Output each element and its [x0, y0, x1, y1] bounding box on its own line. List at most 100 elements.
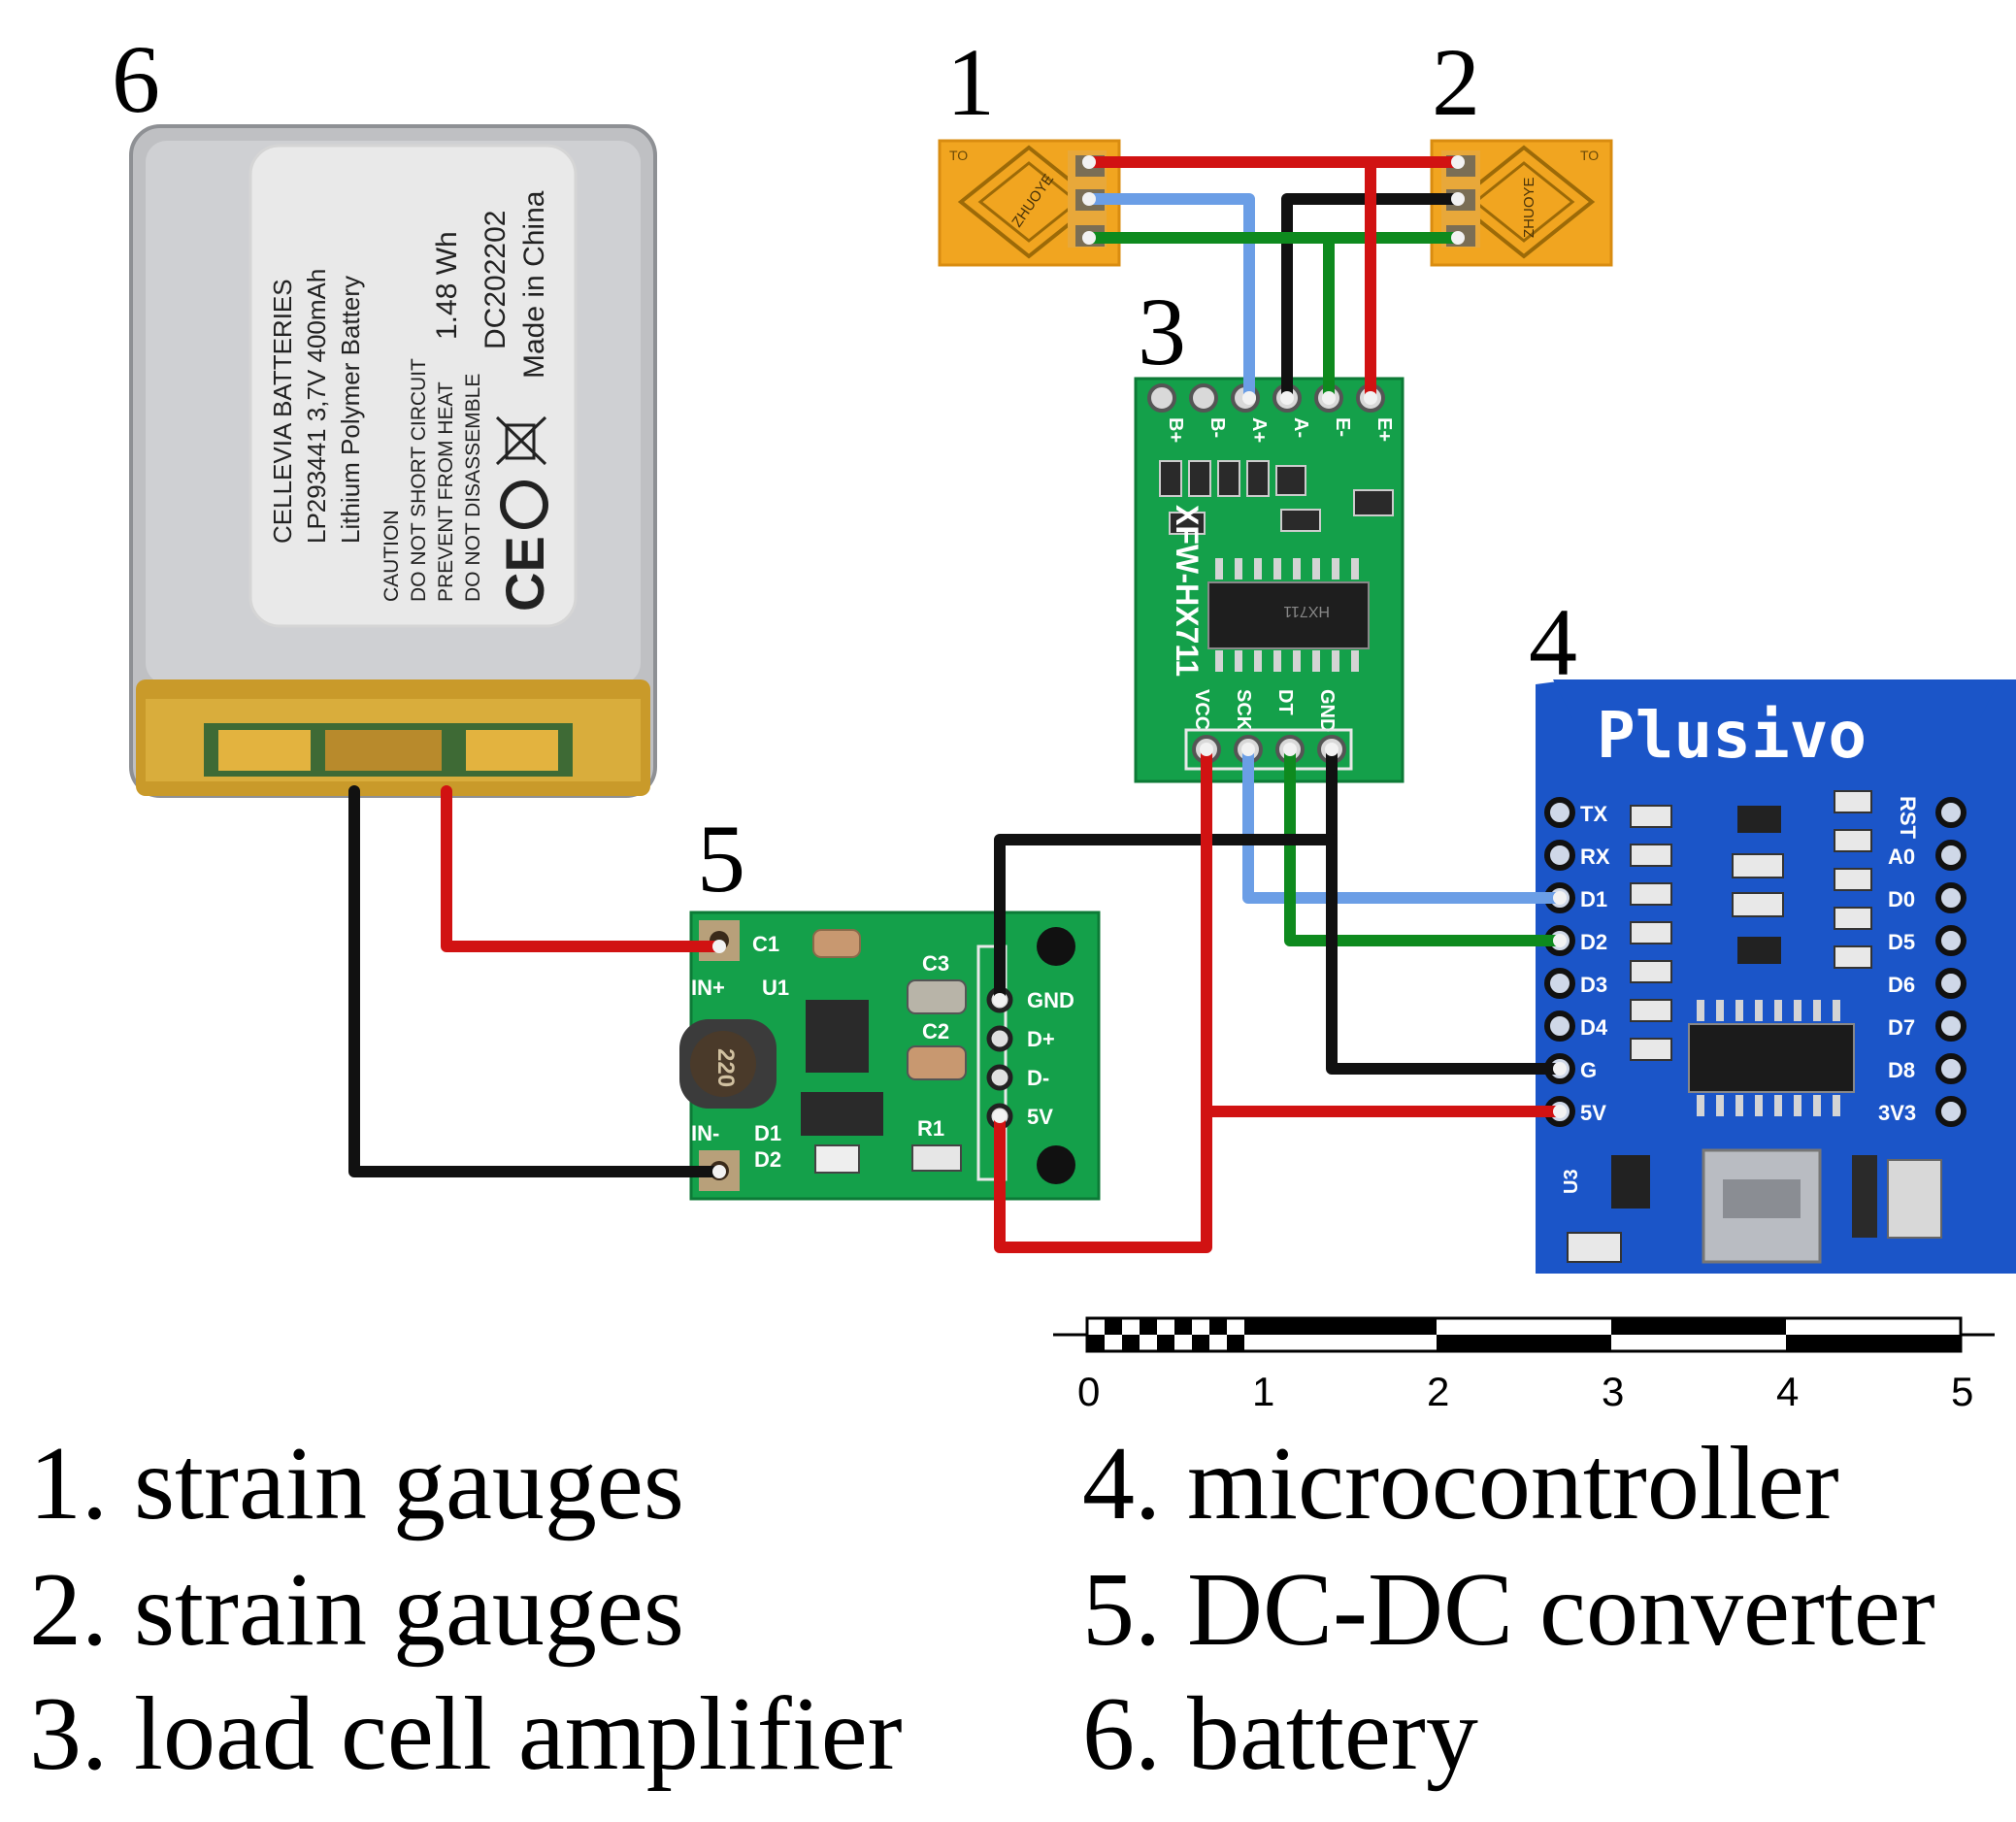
label-4: 4	[1529, 588, 1577, 696]
inductor-value: 220	[712, 1048, 739, 1087]
recycle-icon	[500, 480, 548, 529]
battery-label-line2: LP293441 3,7V 400mAh	[302, 269, 331, 544]
battery-label-line10: Made in China	[518, 190, 550, 379]
wire-gauge-black	[1281, 193, 1464, 404]
amp-pin-label-b-minus: B-	[1206, 417, 1228, 438]
label-2: 2	[1432, 28, 1480, 136]
mcu-pin-d6: D6	[1888, 973, 1915, 997]
mcu-pin-d1: D1	[1580, 887, 1607, 911]
battery-label-line9: DC202202	[479, 211, 512, 349]
conv-pin-dminus: D-	[1027, 1066, 1049, 1090]
conv-u1-label: U1	[762, 976, 789, 1000]
wire-vcc-converter-5v	[994, 744, 1212, 1253]
battery-label-line1: CELLEVIA BATTERIES	[268, 279, 297, 544]
battery-label-line4: CAUTION	[380, 511, 403, 603]
hx711-chip	[1207, 581, 1370, 649]
mcu-pin-d5: D5	[1888, 930, 1915, 954]
mcu-pin-tx: TX	[1580, 802, 1607, 826]
legend-item-3: 3. load cell amplifier	[29, 1676, 903, 1792]
conv-in-minus-label: IN-	[691, 1121, 719, 1145]
mcu-pin-d3: D3	[1580, 973, 1607, 997]
wire-gauge-blue	[1083, 193, 1255, 404]
label-5: 5	[697, 805, 745, 912]
wire-battery-negative	[348, 785, 725, 1177]
scale-tick-3: 3	[1602, 1369, 1624, 1414]
amp-pin-label-a-minus: A-	[1290, 417, 1311, 438]
mcu-pin-d4: D4	[1580, 1015, 1608, 1040]
amp-pin-label-a-plus: A+	[1248, 417, 1270, 443]
legend-item-1: 1. strain gauges	[29, 1426, 684, 1541]
wire-dt-d2	[1284, 744, 1566, 946]
mcu-pin-rx: RX	[1580, 845, 1610, 869]
battery-label-line8: 1.48 Wh	[431, 231, 463, 340]
reset-button	[1887, 1159, 1942, 1239]
hx711-chip-text: HX711	[1283, 603, 1330, 619]
conv-pin-gnd: GND	[1027, 988, 1074, 1012]
weee-bin-icon	[495, 415, 547, 466]
mcu-pin-d2: D2	[1580, 930, 1607, 954]
scale-tick-5: 5	[1951, 1369, 1973, 1414]
conv-r1-label: R1	[917, 1116, 944, 1141]
scale-tick-2: 2	[1427, 1369, 1449, 1414]
load-cell-amplifier: B+ B- A+ A- E- E+	[1134, 377, 1405, 783]
scale-bar: 0 1 2 3 4 5	[1053, 1316, 1995, 1414]
scale-tick-4: 4	[1776, 1369, 1799, 1414]
legend-item-2: 2. strain gauges	[29, 1552, 684, 1668]
conv-c1-label: C1	[752, 932, 779, 956]
dc-dc-converter: IN+ IN- C1 C3 C2 U1 D1 D2 R1 220 GND D+	[679, 911, 1101, 1201]
conv-d2-label: D2	[754, 1147, 781, 1172]
ce-mark: CE	[494, 536, 555, 612]
mcu-pin-d8: D8	[1888, 1058, 1915, 1082]
scale-tick-0: 0	[1077, 1369, 1100, 1414]
amp-pin-label-dt: DT	[1274, 689, 1296, 715]
gauge-right-mark: TO	[1580, 148, 1599, 163]
mcu-u3-label: U3	[1561, 1169, 1582, 1194]
legend-item-6: 6. battery	[1082, 1676, 1478, 1792]
wires	[348, 156, 1566, 1253]
mcu-pin-g: G	[1580, 1058, 1597, 1082]
mcu-pin-d7: D7	[1888, 1015, 1915, 1040]
mcu-pin-d0: D0	[1888, 887, 1915, 911]
amp-pin-label-gnd: GND	[1316, 689, 1338, 732]
mcu-brand: Plusivo	[1597, 698, 1867, 773]
conv-c2-label: C2	[922, 1019, 949, 1044]
amp-model-text: XFW-HX711	[1170, 505, 1205, 677]
gauge-left-mark: TO	[949, 148, 968, 163]
mcu-pin-3v3: 3V3	[1878, 1101, 1916, 1125]
battery-label-sticker	[248, 144, 578, 628]
conv-pin-dplus: D+	[1027, 1027, 1055, 1051]
amp-pin-label-b-plus: B+	[1165, 417, 1186, 443]
label-3: 3	[1138, 278, 1186, 385]
pin-dots	[712, 155, 1567, 1178]
legend-item-4: 4. microcontroller	[1082, 1426, 1839, 1541]
conv-d1-label: D1	[754, 1121, 781, 1145]
amp-pin-label-vcc: VCC	[1191, 689, 1212, 730]
wire-gnd-converter	[994, 834, 1338, 1006]
legend-item-5: 5. DC-DC converter	[1082, 1552, 1935, 1668]
battery-label-line6: PREVENT FROM HEAT	[435, 381, 457, 602]
inductor-220: 220	[679, 1019, 777, 1109]
conv-pin-5v: 5V	[1027, 1105, 1053, 1129]
label-1: 1	[946, 28, 995, 136]
conv-c3-label: C3	[922, 951, 949, 976]
label-6: 6	[112, 25, 160, 133]
mcu-chip	[1688, 1023, 1855, 1093]
battery-label-line5: DO NOT SHORT CIRCUIT	[408, 358, 430, 602]
wire-sck-d1	[1242, 744, 1566, 904]
battery: CELLEVIA BATTERIES LP293441 3,7V 400mAh …	[129, 124, 657, 798]
wire-battery-positive	[441, 785, 725, 952]
battery-label-line3: Lithium Polymer Battery	[336, 276, 365, 544]
conv-in-plus-label: IN+	[691, 976, 725, 1000]
mcu-pin-rst: RST	[1896, 796, 1920, 840]
mcu-pin-5v: 5V	[1580, 1101, 1606, 1125]
wire-gnd-g	[1326, 744, 1566, 1075]
mcu-pin-a0: A0	[1888, 845, 1915, 869]
battery-label-line7: DO NOT DISASSEMBLE	[462, 374, 484, 602]
amp-pin-label-e-plus: E+	[1373, 417, 1395, 442]
amp-pin-label-e-minus: E-	[1332, 417, 1353, 437]
scale-tick-1: 1	[1252, 1369, 1274, 1414]
microcontroller-board: Plusivo TX RX D1 D2 D3 D4 G 5V RST A0 D0…	[1536, 679, 2016, 1274]
amp-pin-label-sck: SCK	[1233, 689, 1254, 731]
